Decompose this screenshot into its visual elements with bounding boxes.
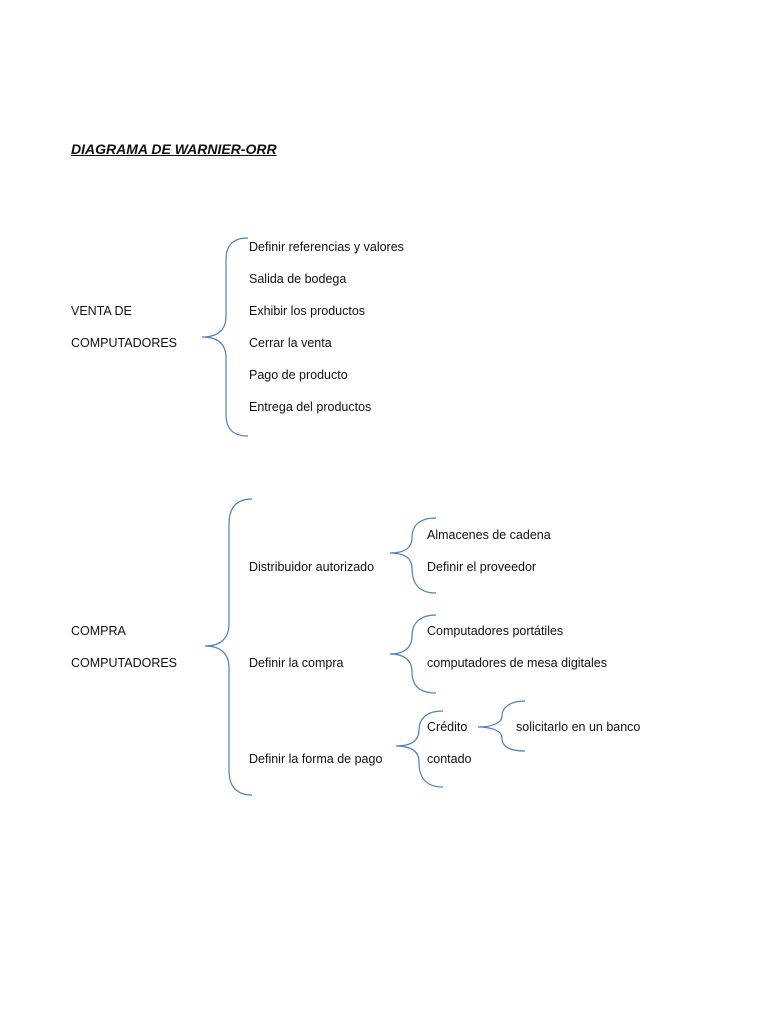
root-compra-line1: COMPRA: [71, 624, 126, 638]
compra-tipo-portatiles: Computadores portátiles: [427, 624, 564, 638]
bracket-compra-tipo: [389, 614, 437, 694]
bracket-compra: [204, 498, 253, 796]
distribuidor-item-almacenes: Almacenes de cadena: [427, 528, 551, 542]
compra-tipo-mesa: computadores de mesa digitales: [427, 656, 607, 670]
venta-item-exhibir: Exhibir los productos: [249, 304, 366, 318]
bracket-credito: [477, 700, 526, 752]
venta-item-definir-referencias: Definir referencias y valores: [249, 240, 404, 254]
forma-pago-contado: contado: [427, 752, 472, 766]
root-venta-line1: VENTA DE: [71, 304, 132, 318]
bracket-venta: [201, 237, 249, 437]
page-title: DIAGRAMA DE WARNIER-ORR: [71, 141, 277, 157]
bracket-distribuidor: [389, 517, 437, 594]
bracket-forma-pago: [395, 710, 444, 788]
credito-item-banco: solicitarlo en un banco: [516, 720, 641, 734]
venta-item-cerrar: Cerrar la venta: [249, 336, 332, 350]
venta-item-salida-bodega: Salida de bodega: [249, 272, 347, 286]
forma-pago-credito: Crédito: [427, 720, 468, 734]
distribuidor-item-proveedor: Definir el proveedor: [427, 560, 537, 574]
compra-item-distribuidor: Distribuidor autorizado: [249, 560, 375, 574]
compra-item-forma-pago: Definir la forma de pago: [249, 752, 383, 766]
root-compra-line2: COMPUTADORES: [71, 656, 178, 670]
root-venta-line2: COMPUTADORES: [71, 336, 178, 350]
venta-item-entrega: Entrega del productos: [249, 400, 372, 414]
venta-item-pago: Pago de producto: [249, 368, 348, 382]
compra-item-definir-compra: Definir la compra: [249, 656, 344, 670]
